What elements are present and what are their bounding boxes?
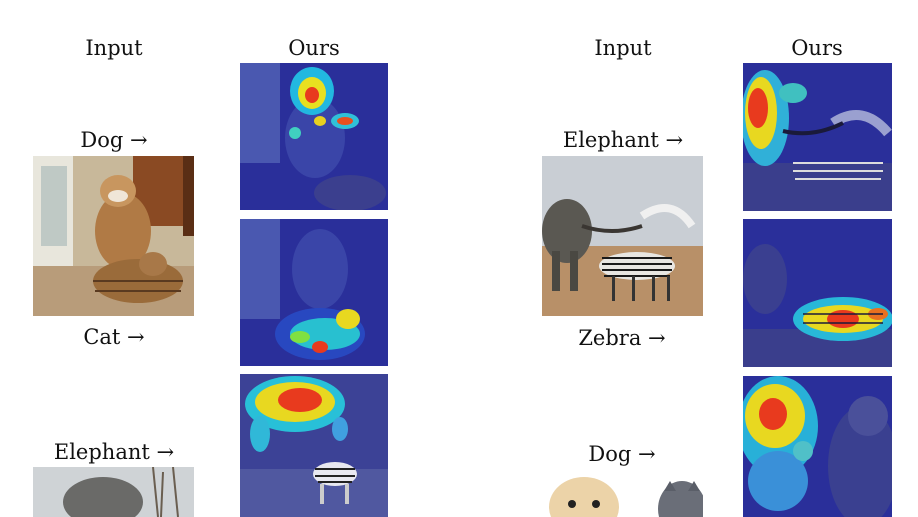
left-ours-header: Ours <box>288 36 340 60</box>
query-label-dog-left: Dog → <box>80 128 148 152</box>
query-label-zebra-right: Zebra → <box>578 326 666 350</box>
heatmap-cat-left <box>240 219 388 366</box>
query-label-elephant-left: Elephant → <box>53 440 175 464</box>
right-input-header: Input <box>594 36 652 60</box>
input-image-elephant-zebra <box>542 156 703 316</box>
heatmap-zebra-right <box>743 219 892 367</box>
heatmap-dog-left <box>240 63 388 210</box>
query-label-elephant-right: Elephant → <box>562 128 684 152</box>
left-input-header: Input <box>85 36 143 60</box>
input-image-elephant-left <box>33 467 194 517</box>
right-ours-header: Ours <box>791 36 843 60</box>
query-label-cat-left: Cat → <box>83 325 145 349</box>
input-image-dog-cat <box>33 156 194 316</box>
query-label-dog-right: Dog → <box>588 442 656 466</box>
input-image-dog-cat-right <box>542 469 703 517</box>
heatmap-elephant-left <box>240 374 388 517</box>
heatmap-dog-right <box>743 376 892 517</box>
heatmap-elephant-right <box>743 63 892 211</box>
